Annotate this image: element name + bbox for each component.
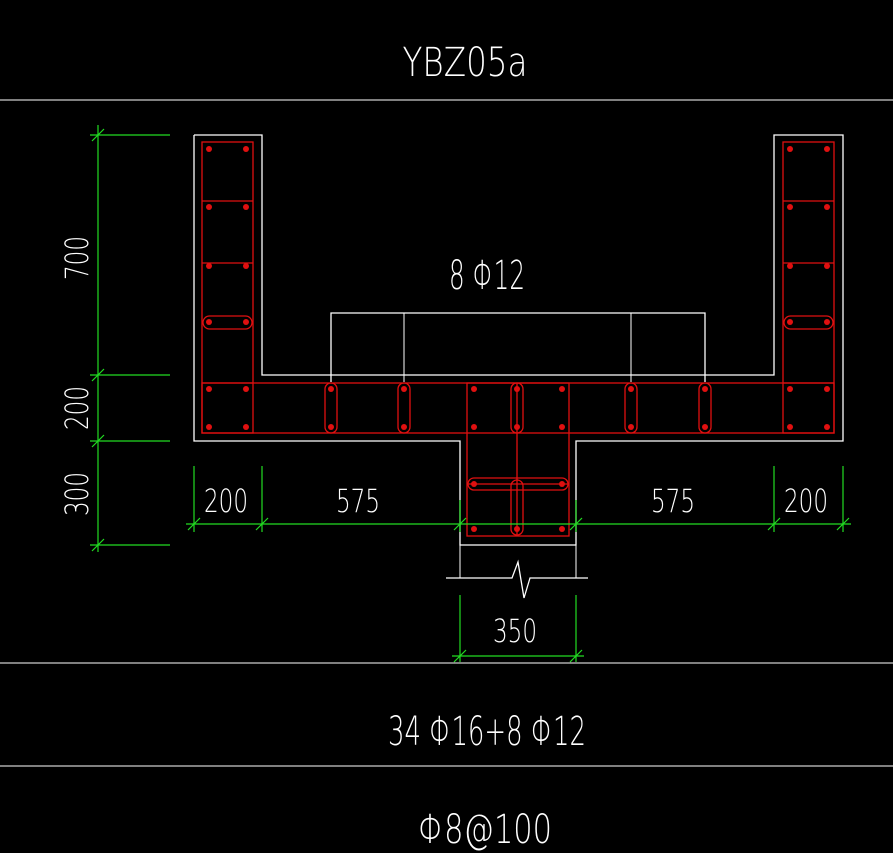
section-outline — [193, 134, 844, 546]
dim-label-200: 200 — [58, 386, 96, 430]
dimension-vertical — [90, 125, 170, 552]
dim-label-300: 300 — [58, 472, 96, 516]
stirrup-spec: Φ8@100 — [418, 807, 552, 853]
dim-label-350: 350 — [493, 612, 537, 650]
column-title: YBZ05a — [403, 40, 528, 86]
dim-label-200-right: 200 — [784, 482, 828, 520]
dimension-horizontal — [186, 466, 851, 532]
dim-label-575-right: 575 — [651, 482, 695, 520]
dim-label-700: 700 — [58, 236, 96, 280]
reinforcement — [201, 141, 835, 537]
break-line — [446, 545, 588, 599]
dim-label-200-left: 200 — [204, 482, 248, 520]
dim-label-575-left: 575 — [336, 482, 380, 520]
callout-label: 8 Φ12 — [449, 253, 525, 299]
stirrup-web — [466, 382, 570, 537]
callout-leader — [330, 312, 706, 382]
dimension-bottom — [452, 595, 584, 663]
longitudinal-bars-spec: 34 Φ16+8 Φ12 — [388, 709, 586, 755]
